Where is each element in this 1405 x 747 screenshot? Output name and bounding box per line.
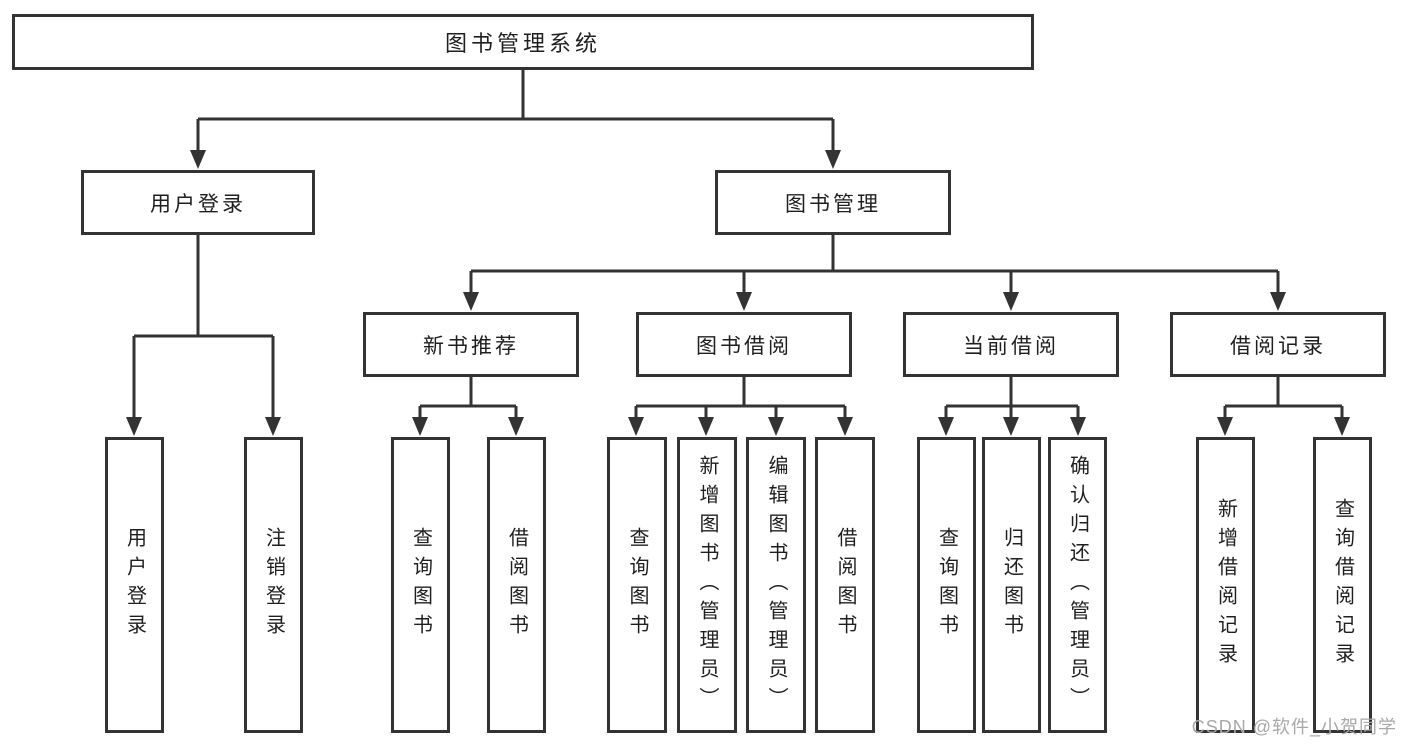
arrow-down-icon [126, 417, 142, 436]
leaf-query-books-recommend: 查询图书 [391, 437, 450, 733]
connector-newbook-to-leaves [418, 377, 518, 419]
leaf-borrow-books: 借阅图书 [815, 437, 875, 733]
csdn-watermark: CSDN @软件_小贺同学 [1191, 717, 1397, 737]
arrow-down-icon [463, 292, 479, 311]
leaf-query-books-current: 查询图书 [917, 437, 976, 733]
leaf-query-books-borrow: 查询图书 [607, 437, 667, 733]
node-library-system: 图书管理系统 [12, 14, 1034, 70]
arrow-down-icon [736, 292, 752, 311]
arrow-down-icon [1070, 417, 1086, 436]
node-borrow-record: 借阅记录 [1170, 312, 1386, 377]
connector-root-to-level2 [196, 70, 835, 152]
arrow-down-icon [1003, 292, 1019, 311]
arrow-down-icon [412, 417, 428, 436]
leaf-confirm-return-admin: 确认归还（管理员） [1048, 437, 1107, 733]
arrowheads [126, 150, 1350, 436]
arrow-down-icon [698, 417, 714, 436]
leaf-add-books-admin: 新增图书（管理员） [677, 437, 737, 733]
arrow-down-icon [508, 417, 524, 436]
connector-bookborrow-to-leaves [634, 377, 847, 419]
arrow-down-icon [825, 150, 841, 169]
arrow-down-icon [190, 150, 206, 169]
connector-currentborrow-to-leaves [944, 377, 1080, 419]
arrow-down-icon [265, 417, 281, 436]
leaf-query-borrow-record: 查询借阅记录 [1313, 437, 1372, 733]
connector-userlogin-to-leaves [132, 235, 275, 419]
leaf-user-login: 用户登录 [105, 437, 164, 733]
leaf-logout: 注销登录 [244, 437, 303, 733]
arrow-down-icon [1003, 417, 1019, 436]
arrow-down-icon [938, 417, 954, 436]
leaf-borrow-books-recommend: 借阅图书 [487, 437, 546, 733]
node-new-book-recommend: 新书推荐 [363, 312, 579, 377]
arrow-down-icon [837, 417, 853, 436]
leaf-return-books: 归还图书 [982, 437, 1041, 733]
node-current-borrow: 当前借阅 [903, 312, 1119, 377]
connector-bookmgmt-to-categories [469, 235, 1280, 294]
arrow-down-icon [1270, 292, 1286, 311]
connector-borrowrecord-to-leaves [1223, 377, 1344, 419]
node-book-borrow: 图书借阅 [636, 312, 852, 377]
arrow-down-icon [1334, 417, 1350, 436]
arrow-down-icon [1217, 417, 1233, 436]
leaf-edit-books-admin: 编辑图书（管理员） [746, 437, 806, 733]
arrow-down-icon [628, 417, 644, 436]
leaf-add-borrow-record: 新增借阅记录 [1196, 437, 1255, 733]
node-user-login: 用户登录 [81, 170, 315, 235]
node-book-management: 图书管理 [715, 170, 951, 235]
arrow-down-icon [768, 417, 784, 436]
